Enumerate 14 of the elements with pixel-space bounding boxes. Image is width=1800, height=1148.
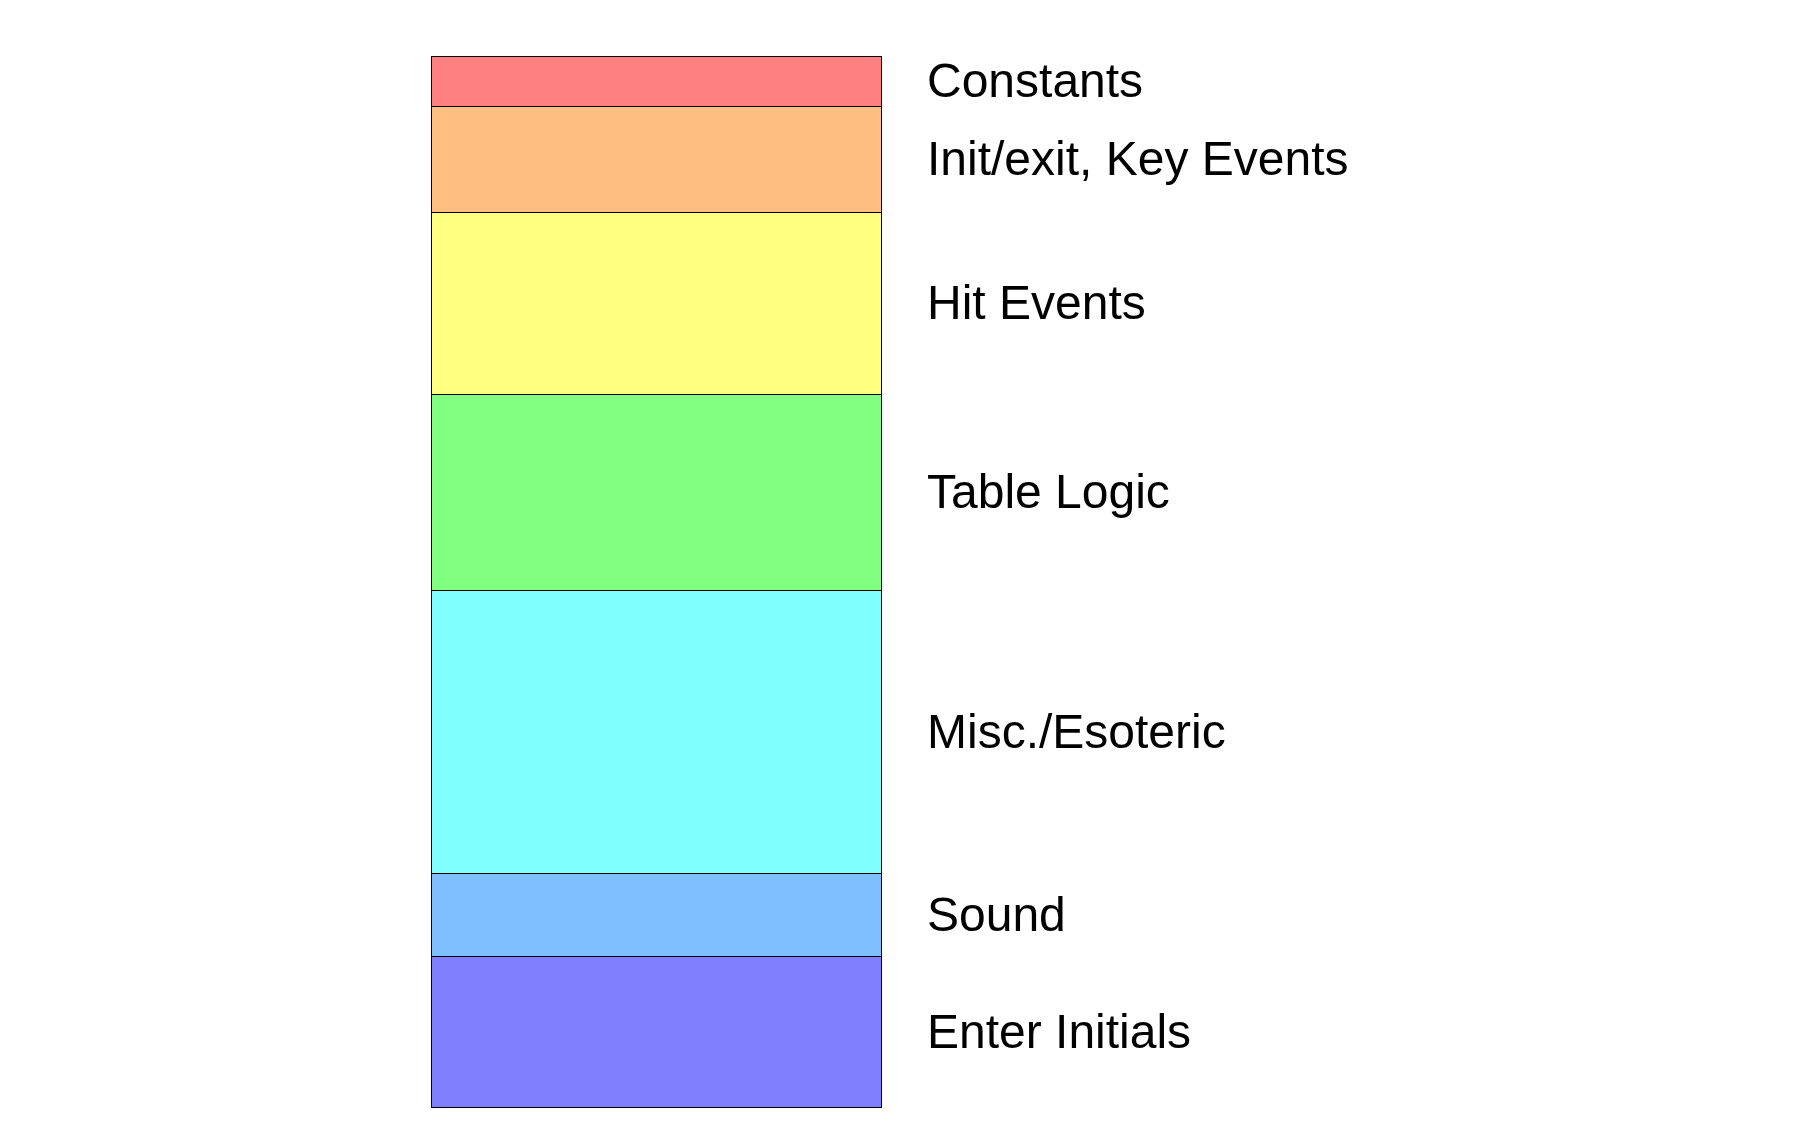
section-band xyxy=(431,956,882,1108)
section-band xyxy=(431,394,882,591)
section-label: Hit Events xyxy=(927,275,1146,331)
section-label: Sound xyxy=(927,886,1066,943)
section-label: Misc./Esoteric xyxy=(927,703,1226,760)
section-label: Enter Initials xyxy=(927,1003,1192,1060)
section-band xyxy=(431,56,882,107)
section-band xyxy=(431,106,882,213)
section-band xyxy=(431,212,882,395)
section-band xyxy=(431,873,882,957)
section-label: Table Logic xyxy=(927,464,1170,520)
section-label: Init/exit, Key Events xyxy=(927,131,1349,187)
section-label: Constants xyxy=(927,53,1144,109)
section-band xyxy=(431,590,882,874)
